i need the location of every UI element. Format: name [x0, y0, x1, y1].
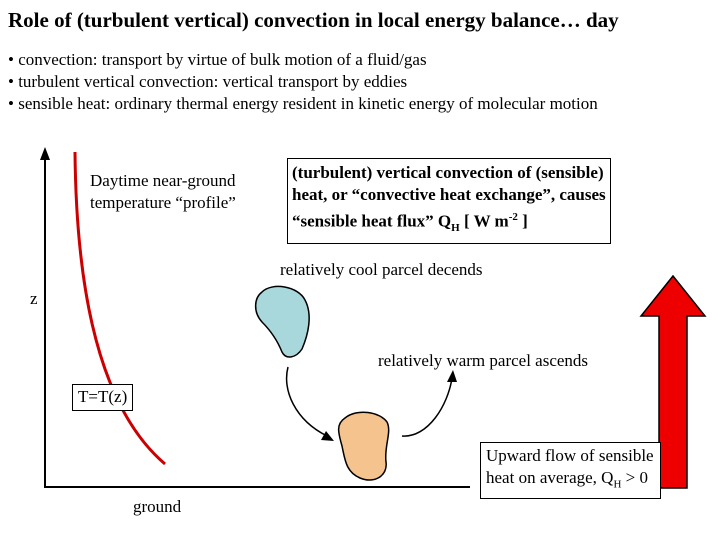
sensible-heat-flux-box: (turbulent) vertical convection of (sens… [287, 158, 611, 245]
upward-subscript: H [613, 478, 622, 491]
profile-label: Daytime near-ground temperature “profile… [90, 170, 236, 214]
z-axis-label: z [30, 289, 38, 308]
profile-label-line1: Daytime near-ground [90, 171, 236, 190]
ascend-arrowhead [447, 370, 457, 382]
profile-label-line2: temperature “profile” [90, 193, 236, 212]
upward-box-line2: heat on average, QH > 0 [486, 467, 654, 495]
upward-flow-box: Upward flow of sensible heat on average,… [480, 442, 661, 500]
upward-box-line1: Upward flow of sensible [486, 446, 654, 465]
upward-flux-arrow [639, 274, 707, 489]
temperature-profile-curve [73, 151, 166, 466]
upward-inequality: > 0 [621, 468, 648, 487]
warm-parcel [337, 411, 390, 481]
upward-line2-text: heat on average, Q [486, 468, 614, 487]
bullet-sensible-heat: • sensible heat: ordinary thermal energy… [8, 94, 598, 113]
flux-close-bracket: ] [517, 211, 528, 231]
profile-equation-box: T=T(z) [72, 384, 134, 411]
flux-units-text: [ W m [459, 211, 509, 231]
descend-arrow [285, 366, 328, 437]
flux-box-line1: (turbulent) vertical convection of (sens… [292, 163, 604, 182]
bullet-turbulent-convection: • turbulent vertical convection: vertica… [8, 72, 408, 91]
z-axis-arrowhead [40, 147, 50, 160]
descend-arrowhead [321, 431, 334, 441]
warm-parcel-label: relatively warm parcel ascends [378, 351, 589, 370]
ground-axis-label: ground [133, 497, 182, 516]
flux-subscript: H [451, 222, 460, 235]
page-title: Role of (turbulent vertical) convection … [8, 8, 619, 32]
cool-parcel-label: relatively cool parcel decends [280, 260, 483, 279]
ascend-arrow [401, 377, 453, 437]
bullet-convection: • convection: transport by virtue of bul… [8, 50, 427, 69]
flux-superscript: -2 [508, 211, 518, 223]
cool-parcel [254, 285, 310, 358]
flux-box-line3: “sensible heat flux” QH [ W m-2 ] [292, 206, 606, 239]
flux-line3-text: “sensible heat flux” Q [292, 211, 452, 231]
definition-list: • convection: transport by virtue of bul… [8, 49, 598, 115]
flux-box-line2: heat, or “convective heat exchange”, cau… [292, 185, 606, 204]
